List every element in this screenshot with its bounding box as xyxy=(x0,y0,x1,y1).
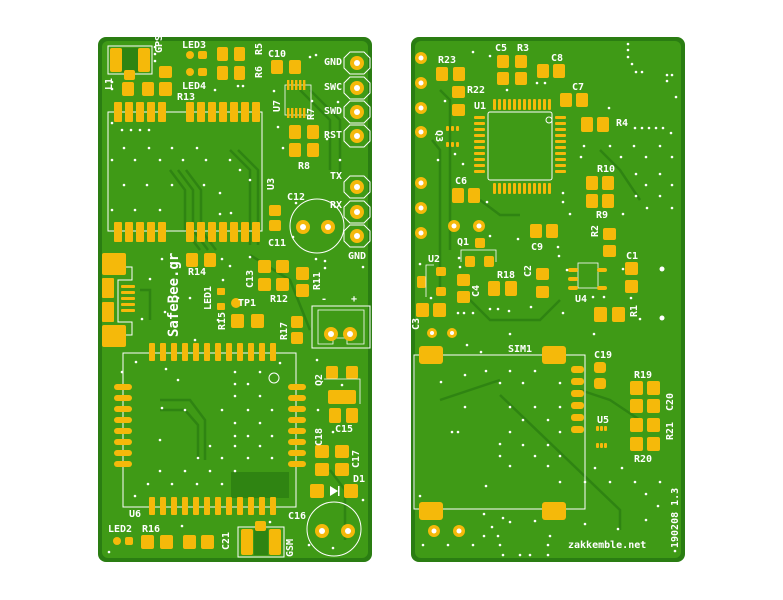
header-pin-label-rx: RX xyxy=(330,200,342,211)
front-header xyxy=(343,51,371,248)
silk-label-q3: Q3 xyxy=(433,130,444,142)
silk-label-c13: C13 xyxy=(245,270,256,288)
back-board: zakkemble.net 190208 1.3 xyxy=(411,37,685,562)
u3-pads-top xyxy=(114,102,260,122)
silk-label-u5: U5 xyxy=(597,415,609,426)
front-vias xyxy=(107,45,365,554)
silk-label-r2: R2 xyxy=(590,225,601,237)
silk-label-c11: C11 xyxy=(268,238,286,249)
silk-label-r11: R11 xyxy=(312,272,323,290)
silk-label-c16: C16 xyxy=(288,511,306,522)
silk-label-c8: C8 xyxy=(551,53,563,64)
c16-outline xyxy=(306,501,362,557)
u1-outline xyxy=(487,111,553,181)
header-pin-label-gnd: GND xyxy=(348,251,366,262)
silk-label-: + xyxy=(351,294,357,305)
silk-label-led1: LED1 xyxy=(203,286,214,310)
front-header-pads xyxy=(350,56,364,243)
c12-outline xyxy=(289,198,345,254)
header-pin-label-swd: SWD xyxy=(324,106,342,117)
silk-label-r10: R10 xyxy=(597,164,615,175)
silk-label-d1: D1 xyxy=(353,474,365,485)
silk-label-r23: R23 xyxy=(438,55,456,66)
silk-label-c1: C1 xyxy=(626,251,638,262)
silk-label-r13: R13 xyxy=(177,92,195,103)
silk-label-r16: R16 xyxy=(142,524,160,535)
header-pin-label-rst: RST xyxy=(324,130,342,141)
silk-label-c19: C19 xyxy=(594,350,612,361)
silk-label-c15: C15 xyxy=(335,424,353,435)
silk-label-l1: L1 xyxy=(104,78,115,90)
u6-pads xyxy=(114,343,306,515)
silk-label-c2: C2 xyxy=(523,265,534,277)
silk-label-r4: R4 xyxy=(616,118,628,129)
back-edge-pads xyxy=(415,52,427,239)
silk-label-r12: R12 xyxy=(270,294,288,305)
silk-label-r8: R8 xyxy=(298,161,310,172)
silk-label-u4: U4 xyxy=(575,294,587,305)
silk-label-tp1: TP1 xyxy=(238,298,256,309)
header-pin-label-gnd: GND xyxy=(324,57,342,68)
silk-label-c6: C6 xyxy=(455,176,467,187)
u6-ground-pour xyxy=(231,472,289,498)
silk-label-c5: C5 xyxy=(495,43,507,54)
silk-label-r7: R7 xyxy=(306,108,317,120)
silk-label-gps: GPS xyxy=(154,35,165,53)
silk-label-r20: R20 xyxy=(634,454,652,465)
silk-label-r21: R21 xyxy=(665,422,676,440)
header-pin-label-swc: SWC xyxy=(324,82,342,93)
header-pin-label-tx: TX xyxy=(330,171,342,182)
front-board: SafeBee.gr xyxy=(98,37,372,562)
silk-label-q1: Q1 xyxy=(457,237,469,248)
battery-connector-outline xyxy=(311,305,371,349)
silk-label-c12: C12 xyxy=(287,192,305,203)
silk-label-c21: C21 xyxy=(221,532,232,550)
silk-label-r3: R3 xyxy=(517,43,529,54)
gps-center xyxy=(122,48,138,72)
silk-label-r22: R22 xyxy=(467,85,485,96)
silk-label-c7: C7 xyxy=(572,82,584,93)
u3-outline xyxy=(107,111,263,232)
silk-label-c4: C4 xyxy=(471,285,482,297)
silk-label-r5: R5 xyxy=(254,43,265,55)
back-vias xyxy=(418,42,678,557)
silk-label-c17: C17 xyxy=(351,450,362,468)
silk-label-r6: R6 xyxy=(254,66,265,78)
silk-label-c20: C20 xyxy=(665,393,676,411)
silk-label-r19: R19 xyxy=(634,370,652,381)
silk-label-u3: U3 xyxy=(266,178,277,190)
silk-label-led3: LED3 xyxy=(182,40,206,51)
back-traces xyxy=(431,89,642,530)
silk-label-u2: U2 xyxy=(428,254,440,265)
silk-label-led2: LED2 xyxy=(108,524,132,535)
silk-label-c10: C10 xyxy=(268,49,286,60)
silk-label-c3: C3 xyxy=(411,318,422,330)
footer-url: zakkemble.net xyxy=(568,540,646,551)
back-board-copper xyxy=(415,41,681,558)
silk-label-r1: R1 xyxy=(629,305,640,317)
silk-label-r9: R9 xyxy=(596,210,608,221)
silk-label-r15: R15 xyxy=(217,312,228,330)
silk-label-r17: R17 xyxy=(279,322,290,340)
silk-label-r18: R18 xyxy=(497,270,515,281)
silk-label-q2: Q2 xyxy=(314,374,325,386)
brand-text: SafeBee.gr xyxy=(166,253,182,337)
front-header-labels: GND SWC SWD RST TX RX GND xyxy=(324,57,366,262)
silk-label-gsm: GSM xyxy=(285,539,296,557)
silk-label-u1: U1 xyxy=(474,101,486,112)
silk-label-u6: U6 xyxy=(129,509,141,520)
silk-label-c18: C18 xyxy=(314,428,325,446)
version-text: 190208 1.3 xyxy=(670,488,681,548)
sim1-outline xyxy=(413,354,586,510)
silk-label-led4: LED4 xyxy=(182,81,206,92)
silk-label-r14: R14 xyxy=(188,267,206,278)
silk-label-u7: U7 xyxy=(272,100,283,112)
silk-label-: - xyxy=(321,294,327,305)
silk-label-c9: C9 xyxy=(531,242,543,253)
u3-pads-bottom xyxy=(114,222,260,242)
silk-label-sim1: SIM1 xyxy=(508,344,532,355)
u1-pads xyxy=(474,99,566,194)
